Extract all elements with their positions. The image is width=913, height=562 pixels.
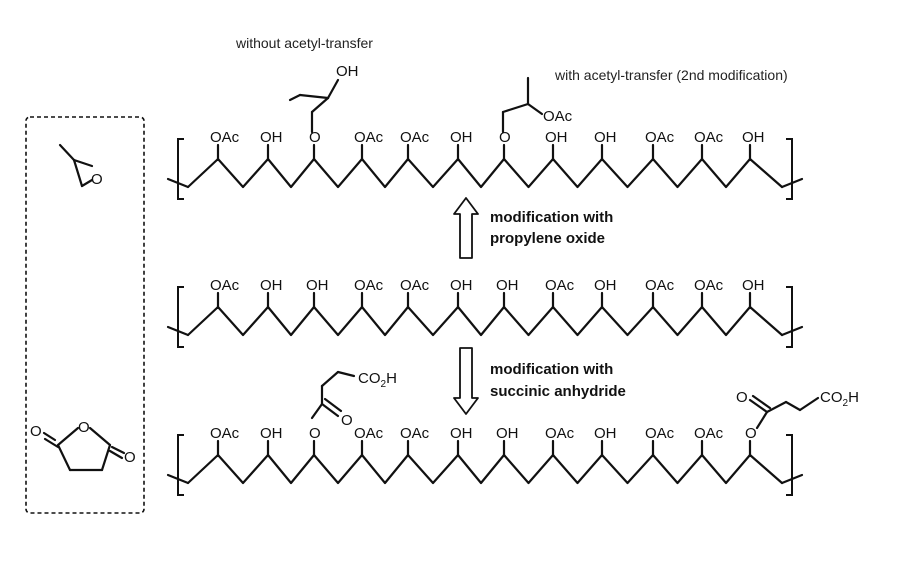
succinate-co2h-left: CO2H (358, 370, 397, 390)
substituent-label: OAc (354, 425, 384, 442)
substituent-label: OH (742, 129, 765, 146)
label-without-acetyl-transfer: without acetyl-transfer (235, 35, 373, 51)
arrow-up-propylene-oxide (454, 198, 478, 258)
polymer-chain-middle: OAc OH OH OAc OAc OH OH OAc OH OAc OAc OH (168, 277, 802, 347)
label-mod-po-2: propylene oxide (490, 230, 605, 247)
bracket-left (178, 435, 184, 495)
substituent-label: OH (306, 277, 329, 294)
side-chain-oac: OAc (543, 108, 573, 125)
side-chain-succinate-right: O CO2H (736, 389, 859, 428)
anhydride-carbonyl-oxygen-left: O (30, 423, 42, 440)
substituent-label: OAc (645, 129, 675, 146)
label-mod-sa-1: modification with (490, 361, 613, 378)
polymer-chain-bottom: OAc OH O OAc OAc OH OH OAc OH OAc OAc O (168, 425, 802, 495)
backbone-bonds (188, 159, 782, 187)
propylene-oxide-structure: O (60, 145, 103, 188)
substituent-label: OAc (210, 425, 240, 442)
substituent-label: OH (594, 277, 617, 294)
side-chain-oh: OH (336, 63, 359, 80)
substituent-label: OH (260, 129, 283, 146)
epoxide-oxygen: O (91, 171, 103, 188)
substituent-label: OH (545, 129, 568, 146)
backbone-bonds (188, 455, 782, 483)
side-chain-succinate-left: O CO2H (312, 370, 397, 429)
label-mod-sa-2: succinic anhydride (490, 383, 626, 400)
side-chain-hydroxypropyl: OH (290, 63, 359, 132)
substituent-label: OH (260, 277, 283, 294)
substituent-label: OAc (354, 277, 384, 294)
bracket-right (786, 139, 792, 199)
substituent-label: OAc (694, 277, 724, 294)
substituent-label: O (745, 425, 757, 442)
substituent-label: OAc (545, 277, 575, 294)
substituent-label: OH (450, 425, 473, 442)
label-mod-po-1: modification with (490, 209, 613, 226)
substituent-label: OAc (545, 425, 575, 442)
bracket-right (786, 435, 792, 495)
substituent-label: OH (450, 129, 473, 146)
substituent-label: OAc (400, 129, 430, 146)
substituent-label: OAc (645, 425, 675, 442)
substituent-label: OAc (400, 277, 430, 294)
substituent-label: OH (450, 277, 473, 294)
substituent-label: OAc (694, 129, 724, 146)
bracket-left (178, 139, 184, 199)
anhydride-carbonyl-oxygen-right: O (124, 449, 136, 466)
substituent-label: OAc (210, 129, 240, 146)
bracket-left (178, 287, 184, 347)
substituent-label: OAc (694, 425, 724, 442)
succinate-carbonyl-o-left: O (341, 412, 353, 429)
substituent-label: O (499, 129, 511, 146)
side-chain-acetoxypropyl: OAc (503, 78, 573, 132)
substituent-label: OH (260, 425, 283, 442)
substituent-label: OAc (354, 129, 384, 146)
substituent-label: OH (594, 425, 617, 442)
succinate-carbonyl-o-right: O (736, 389, 748, 406)
substituent-label: OH (496, 425, 519, 442)
substituent-label: O (309, 425, 321, 442)
polymer-chain-top: OAc OH O OAc OAc OH O OH OH OAc OAc OH (168, 129, 802, 199)
substituent-label: OH (594, 129, 617, 146)
substituent-label: OH (496, 277, 519, 294)
backbone-bonds (188, 307, 782, 335)
substituent-label: OAc (210, 277, 240, 294)
succinic-anhydride-structure: O O O (30, 419, 136, 470)
anhydride-ring-oxygen: O (78, 419, 90, 436)
succinate-co2h-right: CO2H (820, 389, 859, 409)
arrow-down-succinic-anhydride (454, 348, 478, 414)
substituent-label: O (309, 129, 321, 146)
substituent-label: OAc (645, 277, 675, 294)
bracket-right (786, 287, 792, 347)
substituent-label: OAc (400, 425, 430, 442)
label-with-acetyl-transfer: with acetyl-transfer (2nd modification) (554, 67, 788, 83)
substituent-label: OH (742, 277, 765, 294)
